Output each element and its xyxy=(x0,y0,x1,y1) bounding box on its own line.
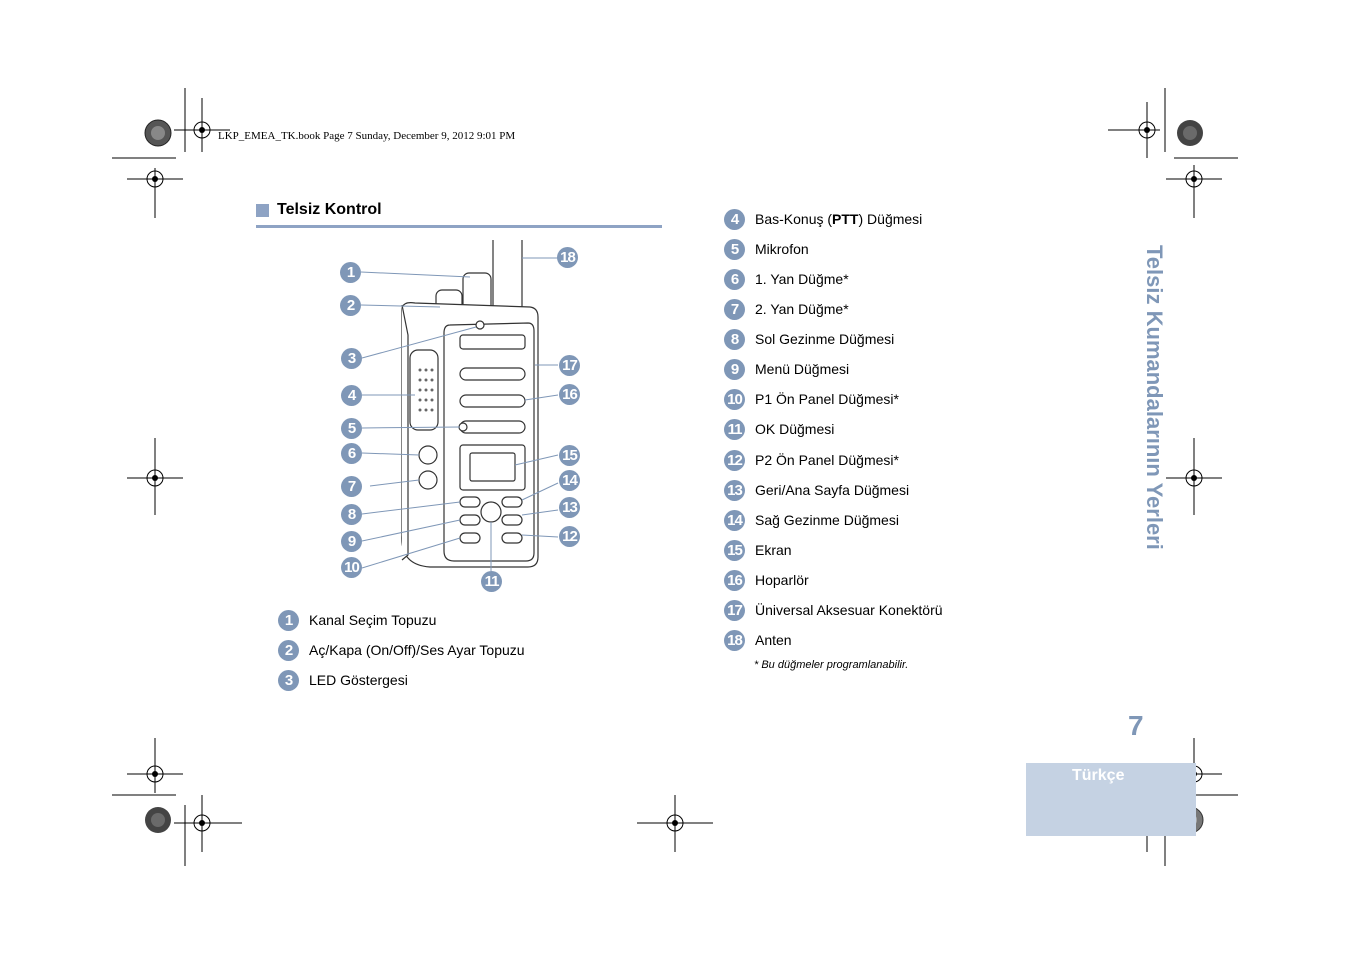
callout-1: 1 xyxy=(340,262,361,283)
file-header-line: LKP_EMEA_TK.book Page 7 Sunday, December… xyxy=(218,130,516,142)
list-item: 5 Mikrofon xyxy=(724,237,809,261)
side-chapter-title-text: Telsiz Kumandalarının Yerleri xyxy=(1142,245,1167,550)
list-item: 10 P1 Ön Panel Düğmesi* xyxy=(724,387,899,411)
callout-11: 11 xyxy=(481,571,502,592)
item-label: Geri/Ana Sayfa Düğmesi xyxy=(755,482,910,498)
item-label: Üniversal Aksesuar Konektörü xyxy=(755,602,943,618)
language-tab: Türkçe xyxy=(1026,763,1196,836)
item-label: Mikrofon xyxy=(755,241,809,257)
list-item: 14 Sağ Gezinme Düğmesi xyxy=(724,508,899,532)
callout-7: 7 xyxy=(341,476,362,497)
callout-3: 3 xyxy=(341,348,362,369)
list-item: 16 Hoparlör xyxy=(724,568,809,592)
item-label: Ekran xyxy=(755,542,792,558)
list-item: 12 P2 Ön Panel Düğmesi* xyxy=(724,448,899,472)
item-label-part: Bas-Konuş ( xyxy=(755,211,833,227)
item-number-badge: 5 xyxy=(724,238,745,260)
list-item: 3 LED Göstergesi xyxy=(278,668,408,692)
item-label-bold: PTT xyxy=(832,211,859,227)
item-number-badge: 9 xyxy=(724,358,745,380)
list-item: 13 Geri/Ana Sayfa Düğmesi xyxy=(724,478,909,502)
item-number-badge: 7 xyxy=(724,298,745,320)
callout-9: 9 xyxy=(341,531,362,552)
item-number-badge: 13 xyxy=(724,479,745,501)
callout-15: 15 xyxy=(559,445,580,466)
list-item: 2 Aç/Kapa (On/Off)/Ses Ayar Topuzu xyxy=(278,638,525,662)
item-number-badge: 3 xyxy=(278,669,299,691)
section-title: Telsiz Kontrol xyxy=(277,201,382,218)
list-item: 1 Kanal Seçim Topuzu xyxy=(278,608,436,632)
item-label: LED Göstergesi xyxy=(309,672,408,688)
callout-2: 2 xyxy=(340,295,361,316)
radio-drawing xyxy=(360,240,559,571)
callout-8: 8 xyxy=(341,504,362,525)
section-heading: Telsiz Kontrol xyxy=(256,201,382,219)
list-item: 9 Menü Düğmesi xyxy=(724,357,849,381)
list-item: 15 Ekran xyxy=(724,538,792,562)
item-number-badge: 15 xyxy=(724,539,745,561)
item-label: Sol Gezinme Düğmesi xyxy=(755,331,895,347)
item-number-badge: 17 xyxy=(724,599,745,621)
item-number-badge: 2 xyxy=(278,639,299,661)
item-label: P1 Ön Panel Düğmesi* xyxy=(755,391,899,407)
item-number-badge: 1 xyxy=(278,609,299,631)
language-tab-label: Türkçe xyxy=(1072,767,1125,784)
list-item: 17 Üniversal Aksesuar Konektörü xyxy=(724,598,943,622)
item-number-badge: 18 xyxy=(724,629,745,651)
list-item: 4 Bas-Konuş (PTT) Düğmesi xyxy=(724,207,922,231)
list-item: 6 1. Yan Düğme* xyxy=(724,267,849,291)
item-label: Aç/Kapa (On/Off)/Ses Ayar Topuzu xyxy=(309,642,525,658)
list-item: 11 OK Düğmesi xyxy=(724,417,834,441)
item-label: 1. Yan Düğme* xyxy=(755,271,849,287)
item-number-badge: 10 xyxy=(724,388,745,410)
footnote: * Bu düğmeler programlanabilir. xyxy=(754,659,909,671)
callout-10: 10 xyxy=(341,557,362,578)
list-item: 8 Sol Gezinme Düğmesi xyxy=(724,327,894,351)
item-number-badge: 11 xyxy=(724,418,745,440)
item-label: Menü Düğmesi xyxy=(755,361,850,377)
callout-18: 18 xyxy=(557,247,578,268)
item-number-badge: 4 xyxy=(724,208,745,230)
item-label: Anten xyxy=(755,632,792,648)
callout-5: 5 xyxy=(341,418,362,439)
callout-12: 12 xyxy=(559,526,580,547)
item-number-badge: 8 xyxy=(724,328,745,350)
item-number-badge: 14 xyxy=(724,509,745,531)
item-label: Sağ Gezinme Düğmesi xyxy=(755,512,899,528)
list-item: 18 Anten xyxy=(724,628,792,652)
item-number-badge: 16 xyxy=(724,569,745,591)
callout-4: 4 xyxy=(341,385,362,406)
callout-16: 16 xyxy=(559,384,580,405)
item-label: OK Düğmesi xyxy=(755,421,835,437)
section-square-icon xyxy=(256,203,269,217)
list-item: 7 2. Yan Düğme* xyxy=(724,297,849,321)
item-label: 2. Yan Düğme* xyxy=(755,301,849,317)
section-rule xyxy=(256,225,662,228)
item-label: Kanal Seçim Topuzu xyxy=(309,612,437,628)
item-number-badge: 6 xyxy=(724,268,745,290)
item-label: P2 Ön Panel Düğmesi* xyxy=(755,452,899,468)
callout-6: 6 xyxy=(341,443,362,464)
item-label: Hoparlör xyxy=(755,572,809,588)
callout-17: 17 xyxy=(559,355,580,376)
radio-diagram: 1 2 3 4 5 6 7 8 9 10 11 12 13 14 15 16 1… xyxy=(330,235,630,595)
page-number: 7 xyxy=(1128,710,1144,741)
item-label-part: ) Düğmesi xyxy=(858,211,923,227)
callout-13: 13 xyxy=(559,497,580,518)
callout-14: 14 xyxy=(559,470,580,491)
item-number-badge: 12 xyxy=(724,449,745,471)
side-chapter-title: Telsiz Kumandalarının Yerleri xyxy=(1141,245,1167,560)
item-label: Bas-Konuş (PTT) Düğmesi xyxy=(755,211,922,227)
